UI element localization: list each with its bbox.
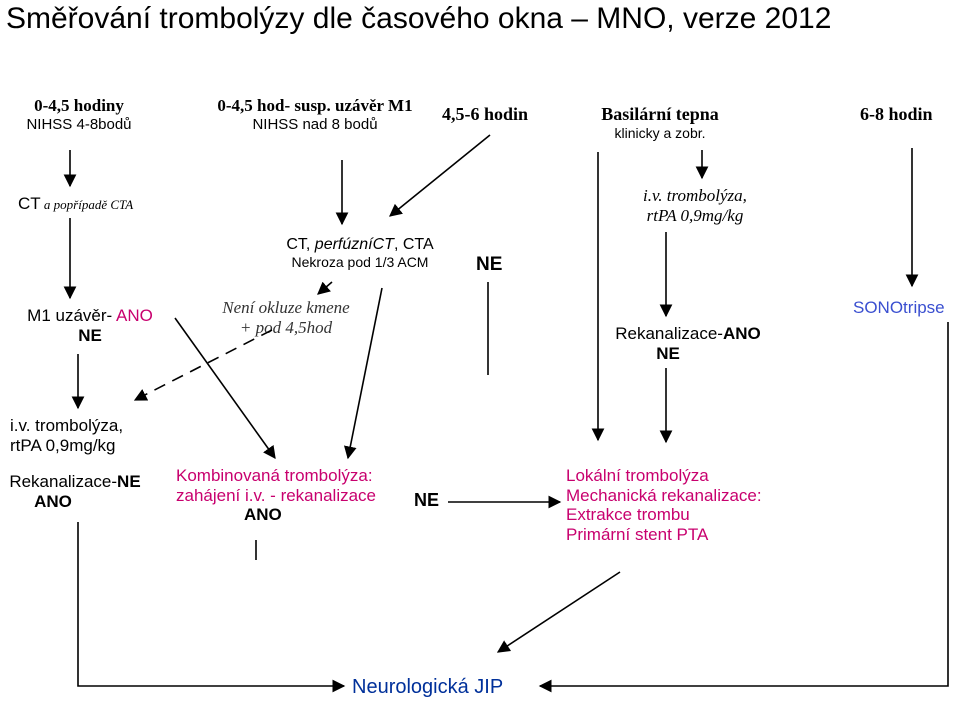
- recan-left-ne: NE: [117, 472, 141, 491]
- ct-perf-cta: , CTA: [393, 236, 434, 253]
- recan-left-label: Rekanalizace-: [9, 472, 118, 491]
- combined-line2: zahájení i.v. - rekanalizace: [176, 485, 377, 505]
- no-occlusion-line2: + pod 4,5hod: [239, 317, 333, 337]
- m1-label: M1 uzávěr-: [27, 306, 116, 325]
- ct-label: CT: [18, 194, 41, 213]
- local-line3: Extrakce trombu: [566, 505, 690, 525]
- node-combined: Kombinovaná trombolýza: zahájení i.v. - …: [176, 466, 376, 525]
- ct-perf-line2: Nekroza pod 1/3 ACM: [291, 254, 429, 271]
- combined-ano: ANO: [244, 505, 282, 525]
- iv-left-line2: rtPA 0,9mg/kg: [10, 435, 116, 455]
- node-m1-occlusion: M1 uzávěr- ANO NE: [10, 306, 170, 345]
- node-sonotripse: SONOtripse: [853, 298, 945, 317]
- header-col4-line2: klinicky a zobr.: [614, 124, 706, 141]
- node-ct-cta: CT a popřípadě CTA: [18, 194, 133, 214]
- iv-basilar-line1: i.v. trombolýza,: [643, 186, 747, 205]
- node-neurologicka-jip: Neurologická JIP: [352, 676, 504, 698]
- header-col4: Basilární tepna klinicky a zobr.: [585, 104, 735, 141]
- local-line2: Mechanická rekanalizace:: [566, 485, 762, 505]
- recan-basilar-ano: ANO: [722, 324, 761, 343]
- arrow-col3-to-ctperf: [389, 134, 491, 217]
- iv-basilar-line2: rtPA 0,9mg/kg: [646, 205, 744, 225]
- combined-line1: Kombinovaná trombolýza:: [176, 466, 373, 485]
- header-col1: 0-4,5 hodiny NIHSS 4-8bodů: [14, 96, 144, 133]
- m1-ano: ANO: [115, 306, 153, 325]
- node-recan-left: Rekanalizace-NE ANO: [0, 472, 150, 511]
- node-no-occlusion: Není okluze kmene + pod 4,5hod: [196, 298, 376, 337]
- header-col5: 6-8 hodin: [860, 104, 933, 124]
- no-occlusion-line1: Není okluze kmene: [222, 298, 350, 317]
- node-ne-middle: NE: [476, 254, 503, 275]
- ct-perf-ct: CT,: [286, 236, 315, 253]
- local-line1: Lokální trombolýza: [566, 466, 709, 485]
- arrow-m1-to-combined: [174, 317, 276, 460]
- page-title: Směřování trombolýzy dle časového okna –…: [6, 2, 832, 35]
- node-local: Lokální trombolýza Mechanická rekanaliza…: [566, 466, 762, 544]
- header-col4-line1: Basilární tepna: [601, 104, 719, 124]
- iv-left-line1: i.v. trombolýza,: [10, 416, 124, 435]
- recan-left-ano: ANO: [34, 491, 72, 511]
- header-col1-line1: 0-4,5 hodiny: [34, 96, 124, 115]
- arrow-ctperf-to-noocclusion: [317, 281, 333, 295]
- node-ct-perfusion: CT, perfúzníCT, CTA Nekroza pod 1/3 ACM: [240, 236, 480, 270]
- recan-basilar-ne: NE: [656, 343, 680, 363]
- node-recan-basilar: Rekanalizace-ANO NE: [600, 324, 776, 363]
- header-col2-line1: 0-4,5 hod- susp. uzávěr M1: [217, 96, 413, 115]
- node-iv-left: i.v. trombolýza, rtPA 0,9mg/kg: [10, 416, 123, 455]
- local-line4: Primární stent PTA: [566, 524, 709, 544]
- header-col1-line2: NIHSS 4-8bodů: [26, 115, 132, 133]
- header-col3: 4,5-6 hodin: [442, 104, 529, 124]
- arrow-left-to-jip: [77, 522, 346, 693]
- header-col2: 0-4,5 hod- susp. uzávěr M1 NIHSS nad 8 b…: [190, 96, 440, 133]
- node-ne-combined: NE: [414, 490, 440, 510]
- ct-perf-perf: perfúzníCT: [314, 236, 394, 253]
- cta-sub-label: a popřípadě CTA: [40, 197, 134, 212]
- arrow-local-to-jip: [496, 571, 621, 653]
- header-col2-line2: NIHSS nad 8 bodů: [252, 115, 378, 133]
- m1-ne: NE: [78, 325, 102, 345]
- recan-basilar-label: Rekanalizace-: [615, 324, 723, 343]
- node-iv-basilar: i.v. trombolýza, rtPA 0,9mg/kg: [620, 186, 770, 225]
